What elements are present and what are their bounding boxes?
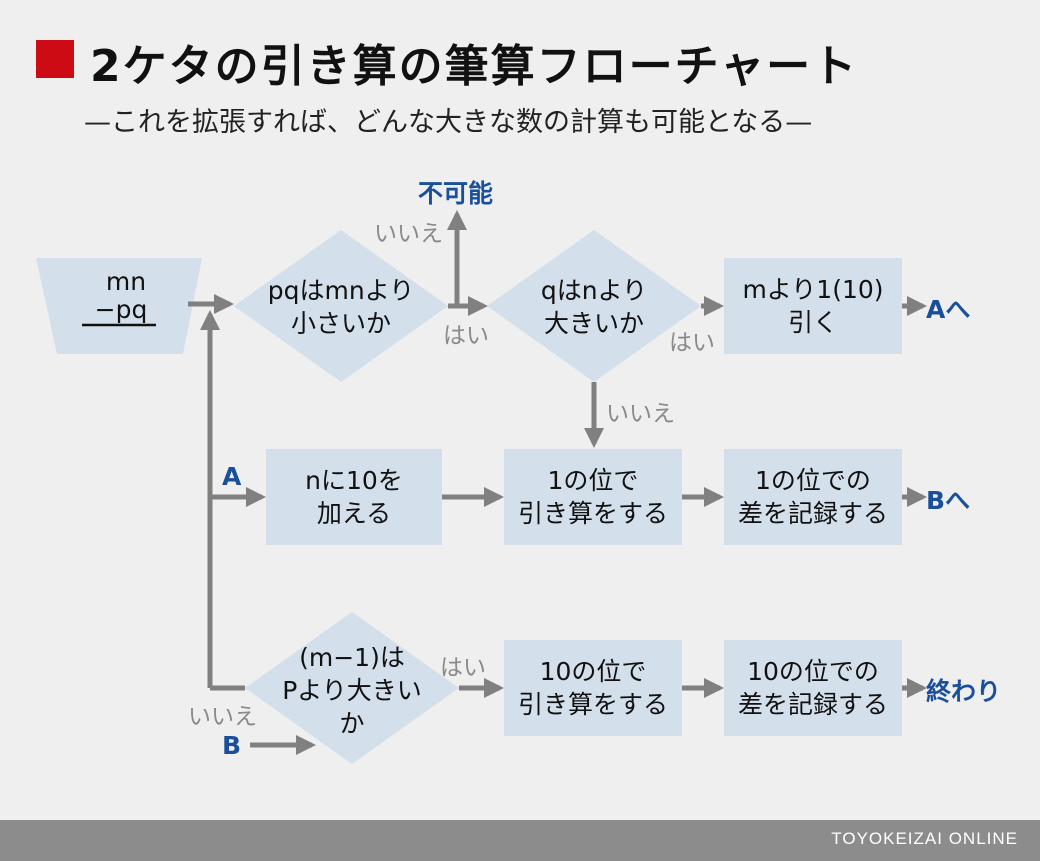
label-d1-no: いいえ bbox=[374, 221, 443, 247]
decision-m-minus-1 bbox=[245, 612, 459, 764]
process-ones-record bbox=[724, 449, 902, 545]
label-b: B bbox=[222, 731, 242, 760]
d2-text: qはnより 大きいか bbox=[540, 276, 648, 338]
label-to-a: Aへ bbox=[926, 295, 971, 324]
label-to-b: Bへ bbox=[926, 486, 971, 515]
p3-text: 1の位で 引き算をする bbox=[517, 466, 668, 528]
p5-text: 10の位で 引き算をする bbox=[517, 657, 668, 719]
label-a: A bbox=[222, 462, 242, 491]
footer-brand: TOYOKEIZAI ONLINE bbox=[831, 829, 1018, 848]
title-marker bbox=[36, 40, 74, 78]
label-end: 終わり bbox=[926, 677, 1002, 706]
page-subtitle: —これを拡張すれば、どんな大きな数の計算も可能となる— bbox=[84, 107, 813, 138]
label-d3-no: いいえ bbox=[188, 704, 257, 730]
p6-text: 10の位での 差を記録する bbox=[737, 657, 888, 719]
label-d2-yes: はい bbox=[669, 330, 715, 356]
input-trapezoid bbox=[36, 258, 202, 354]
process-n-plus-10 bbox=[266, 449, 442, 545]
process-ones-subtract bbox=[504, 449, 682, 545]
label-d3-yes: はい bbox=[440, 655, 486, 681]
label-impossible: 不可能 bbox=[418, 179, 494, 208]
input-subtrahend: −pq bbox=[94, 294, 148, 324]
process-tens-subtract bbox=[504, 640, 682, 736]
process-tens-record bbox=[724, 640, 902, 736]
page-title: 2ケタの引き算の筆算フローチャート bbox=[90, 41, 859, 92]
d3-text: (m−1)は Pより大きい か bbox=[282, 642, 422, 738]
label-d1-yes: はい bbox=[443, 323, 489, 349]
p4-text: 1の位での 差を記録する bbox=[737, 466, 888, 528]
input-minuend: mn bbox=[105, 266, 147, 296]
decision-q-bigger bbox=[487, 230, 701, 382]
footer-bar: TOYOKEIZAI ONLINE bbox=[0, 820, 1040, 861]
d1-text: pqはmnより 小さいか bbox=[267, 276, 415, 338]
p1-text: mより1(10) 引く bbox=[742, 275, 884, 337]
p2-text: nに10を 加える bbox=[305, 466, 403, 528]
process-m-minus-1 bbox=[724, 258, 902, 354]
decision-pq-smaller bbox=[234, 230, 448, 382]
label-d2-no: いいえ bbox=[606, 401, 675, 427]
